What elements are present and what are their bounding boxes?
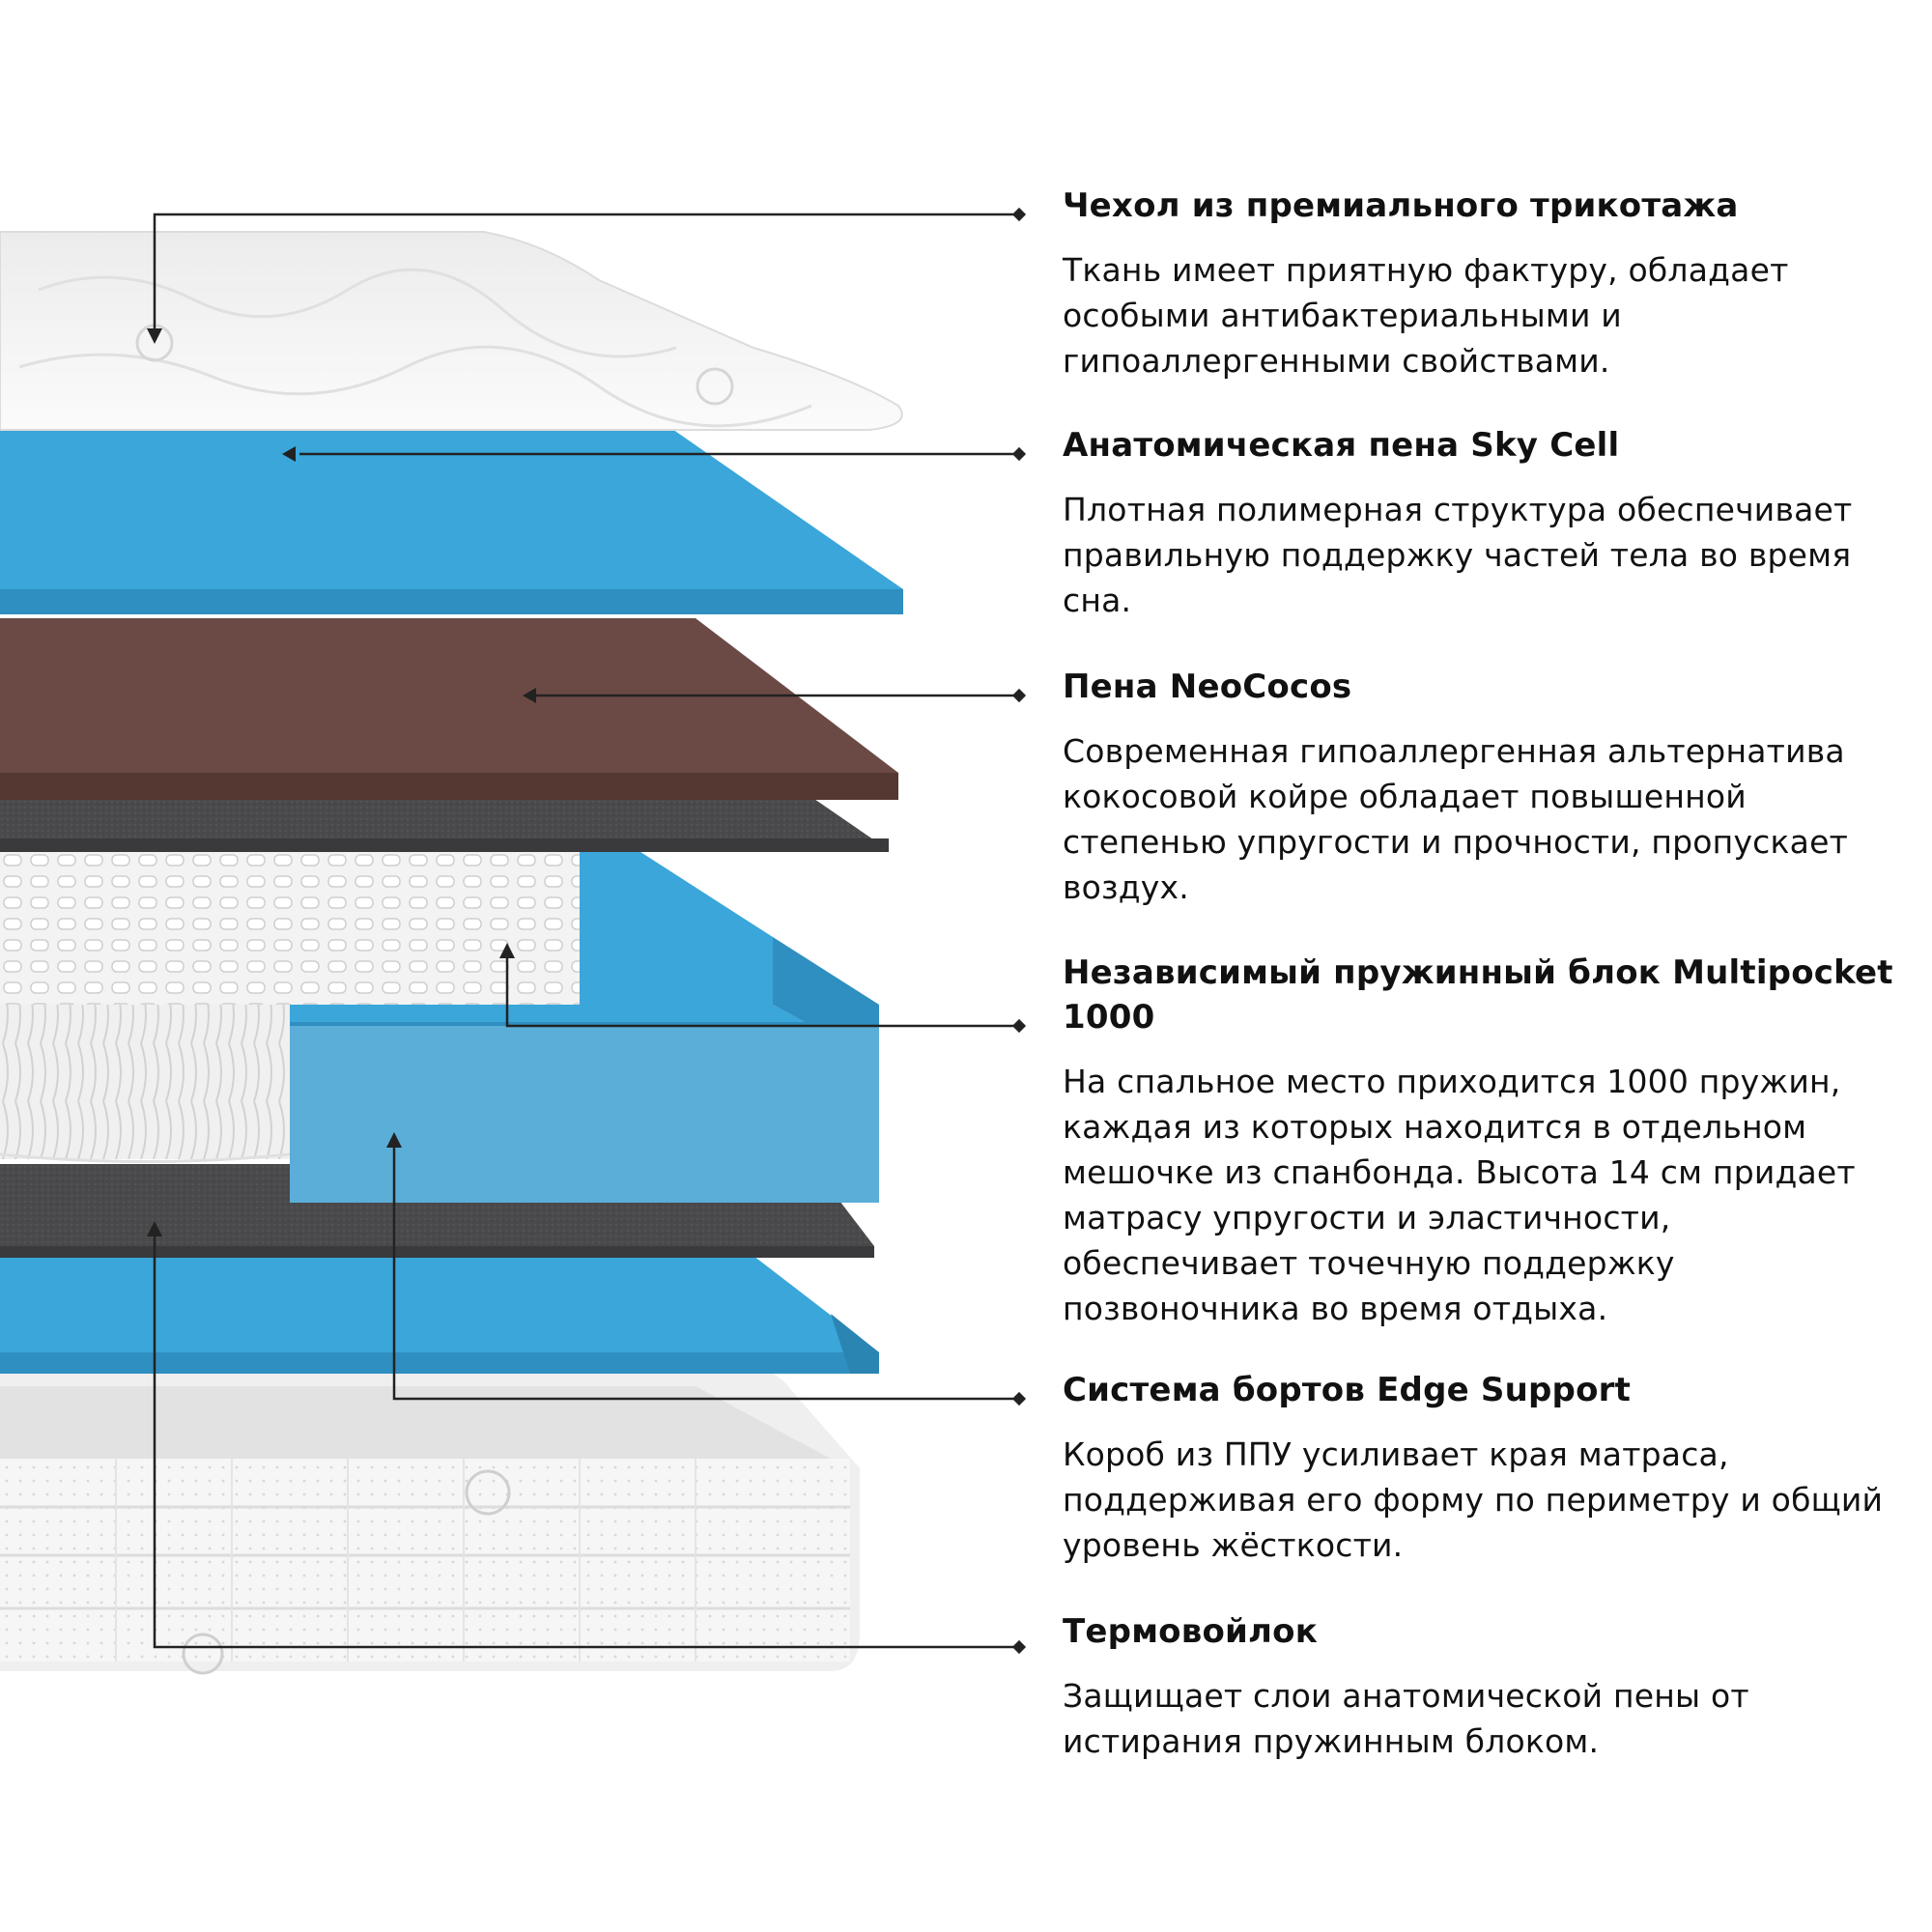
leader-line-springs [505, 949, 1019, 1028]
callout-edge-support: Система бортов Edge Support Короб из ППУ… [1063, 1368, 1913, 1568]
callout-description: На спальное место приходится 1000 пружин… [1063, 1063, 1856, 1327]
callout-description: Короб из ППУ усиливает края матраса, под… [1063, 1435, 1884, 1564]
callout-cover: Чехол из премиального трикотажа Ткань им… [1063, 184, 1913, 384]
callout-title: Термовойлок [1063, 1612, 1318, 1651]
arrowhead-sky-cell [282, 446, 296, 462]
callout-title: Чехол из премиального трикотажа [1063, 186, 1739, 225]
leader-lines [153, 213, 1019, 1649]
leader-line-felt [153, 1227, 1019, 1649]
bottom-foam-layer [0, 1256, 879, 1374]
arrowhead-felt [147, 1221, 162, 1236]
arrowhead-neococos [523, 688, 536, 703]
mattress-base [0, 1362, 860, 1675]
callout-title: Система бортов Edge Support [1063, 1371, 1632, 1409]
callout-title: Независимый пружинный блок Multipocket 1… [1063, 953, 1893, 1037]
sky-cell-layer [0, 425, 903, 614]
callout-description: Защищает слои анатомической пены от исти… [1063, 1677, 1749, 1760]
arrowhead-cover [147, 328, 162, 344]
neococos-layer [0, 618, 898, 800]
arrowhead-edge-support [386, 1132, 402, 1148]
callout-felt: Термовойлок Защищает слои анатомической … [1063, 1609, 1913, 1764]
edge-support-frame [290, 850, 879, 1203]
leader-line-cover [153, 213, 1019, 338]
callout-title: Пена NeoCocos [1063, 668, 1352, 706]
arrowhead-springs [499, 943, 515, 958]
callout-neococos: Пена NeoCocos Современная гипоаллергенна… [1063, 665, 1913, 910]
callout-description: Современная гипоаллергенная альтернатива… [1063, 732, 1849, 906]
callout-description: Ткань имеет приятную фактуру, обладает о… [1063, 251, 1789, 380]
leader-endpoints [147, 207, 1027, 1655]
callout-sky-cell: Анатомическая пена Sky Cell Плотная поли… [1063, 423, 1913, 623]
callout-title: Анатомическая пена Sky Cell [1063, 426, 1620, 465]
leader-line-edge-support [392, 1138, 1019, 1401]
upper-felt-layer [0, 797, 889, 852]
quilted-cover [0, 231, 903, 431]
callout-springs: Независимый пружинный блок Multipocket 1… [1063, 951, 1913, 1331]
callout-description: Плотная полимерная структура обеспечивае… [1063, 491, 1853, 619]
